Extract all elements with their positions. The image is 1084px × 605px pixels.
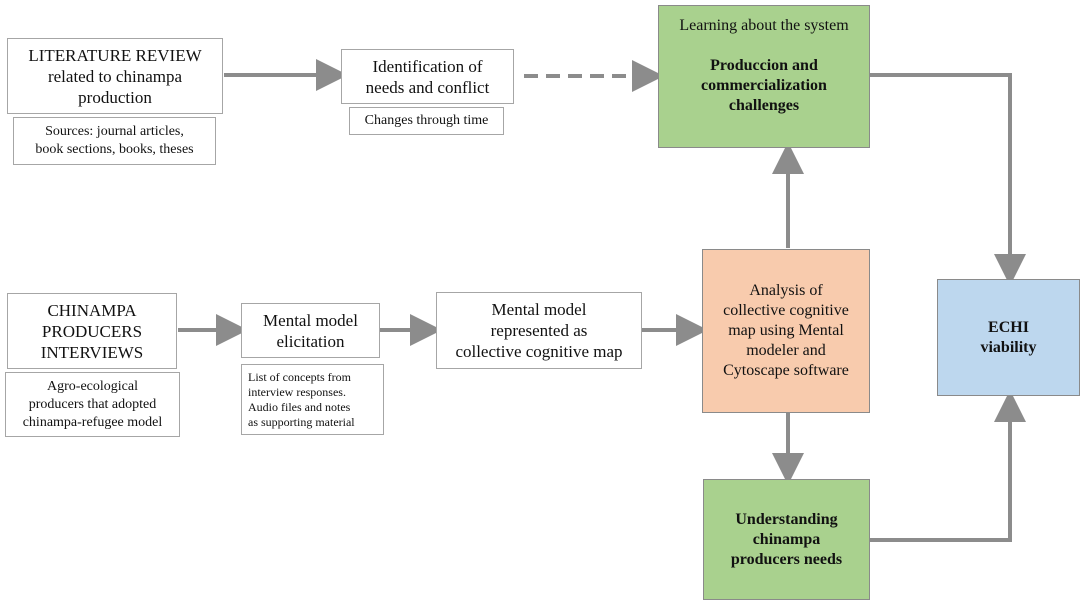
analysis-line-3: map using Mental <box>728 322 844 339</box>
learning-line-1: Produccion and <box>710 57 818 74</box>
elicitation-note-box: List of concepts from interview response… <box>241 364 384 435</box>
identification-note: Changes through time <box>364 113 489 128</box>
interviews-note-box: Agro-ecological producers that adopted c… <box>5 372 180 437</box>
interviews-note-line-2: producers that adopted <box>28 396 157 412</box>
learning-title: Learning about the system <box>679 17 849 34</box>
literature-review-line-1: LITERATURE REVIEW <box>28 45 202 65</box>
literature-sources-line-1: Sources: journal articles, <box>45 124 184 139</box>
understanding-line-3: producers needs <box>730 550 843 568</box>
elicitation-note-line-3: Audio files and notes <box>248 399 351 414</box>
arrow-understanding-to-echi <box>870 390 1026 542</box>
literature-sources-box: Sources: journal articles, book sections… <box>13 117 216 165</box>
mental-model-box: Mental model represented as collective c… <box>436 292 642 369</box>
understanding-line-1: Understanding <box>735 510 838 528</box>
echi-line-2: viability <box>980 338 1037 356</box>
elicitation-note-line-1: List of concepts from <box>248 369 351 384</box>
interviews-line-3: INTERVIEWS <box>40 342 144 362</box>
echi-viability-box: ECHI viability <box>937 279 1080 396</box>
identification-box: Identification of needs and conflict <box>341 49 514 104</box>
interviews-note-line-1: Agro-ecological <box>47 378 138 394</box>
arrow-learning-to-echi <box>870 73 1026 286</box>
identification-note-box: Changes through time <box>349 107 504 135</box>
elicitation-line-2: elicitation <box>276 331 345 351</box>
analysis-line-5: Cytoscape software <box>723 362 849 379</box>
mental-model-line-2: represented as <box>490 321 588 340</box>
identification-line-1: Identification of <box>372 56 483 76</box>
analysis-line-2: collective cognitive <box>723 302 849 319</box>
elicitation-note-line-2: interview responses. <box>248 384 346 399</box>
analysis-line-4: modeler and <box>746 342 826 359</box>
interviews-note-line-3: chinampa-refugee model <box>22 414 163 430</box>
understanding-box: Understanding chinampa producers needs <box>703 479 870 600</box>
understanding-line-2: chinampa <box>752 530 821 548</box>
learning-line-2: commercialization <box>701 77 827 94</box>
mental-model-line-1: Mental model <box>491 300 587 319</box>
literature-review-box: LITERATURE REVIEW related to chinampa pr… <box>7 38 223 114</box>
literature-sources-line-2: book sections, books, theses <box>35 142 194 157</box>
analysis-box: Analysis of collective cognitive map usi… <box>702 249 870 413</box>
analysis-line-1: Analysis of <box>749 282 823 299</box>
interviews-line-2: PRODUCERS <box>41 321 143 341</box>
interviews-box: CHINAMPA PRODUCERS INTERVIEWS <box>7 293 177 369</box>
elicitation-note-line-4: as supporting material <box>248 414 355 429</box>
learning-line-3: challenges <box>728 97 800 114</box>
mental-model-line-3: collective cognitive map <box>455 342 623 361</box>
elicitation-line-1: Mental model <box>263 310 358 330</box>
elicitation-box: Mental model elicitation <box>241 303 380 358</box>
interviews-line-1: CHINAMPA <box>47 300 137 320</box>
learning-box: Learning about the system Produccion and… <box>658 5 870 148</box>
echi-line-1: ECHI <box>988 318 1029 336</box>
literature-review-line-3: production <box>78 87 152 107</box>
identification-line-2: needs and conflict <box>365 77 490 97</box>
literature-review-line-2: related to chinampa <box>47 66 183 86</box>
